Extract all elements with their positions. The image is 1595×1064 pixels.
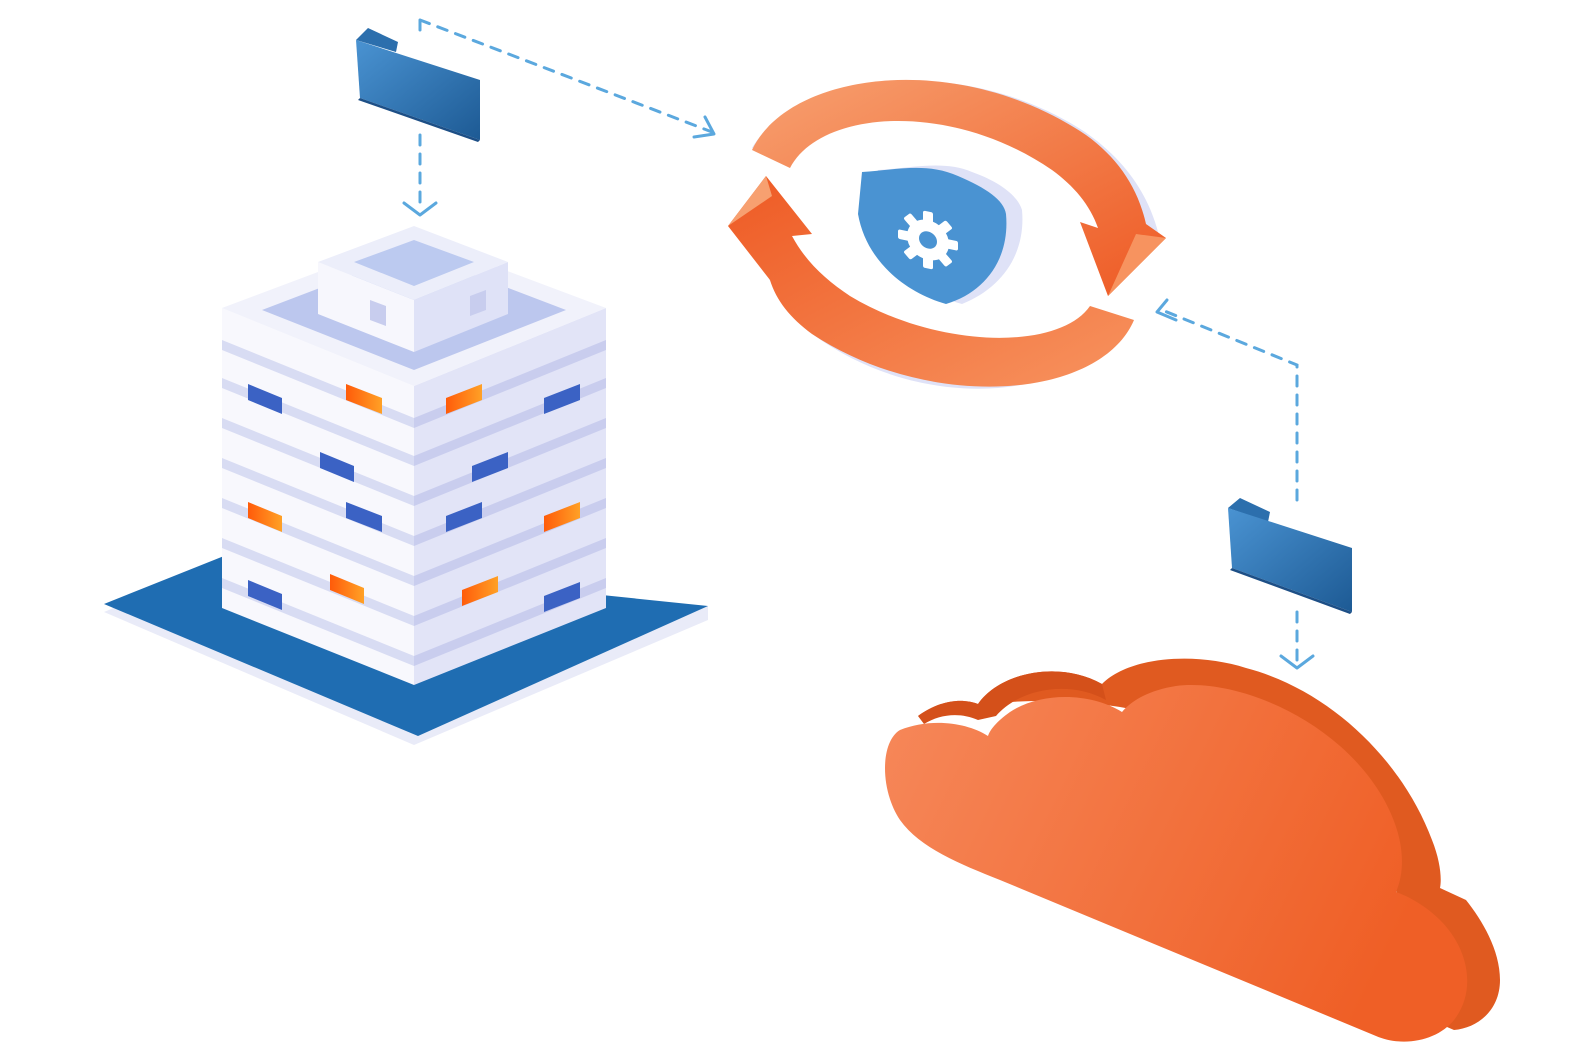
chevron-left-icon (1155, 298, 1178, 322)
chevron-right-icon (692, 115, 716, 139)
chevron-down-icon (1279, 654, 1315, 670)
connector-cloud-folder-to-sync (1160, 308, 1299, 502)
building-windows (248, 384, 580, 612)
chevron-down-icon (402, 201, 438, 217)
dashed-connectors (418, 18, 1299, 664)
arrowheads (402, 115, 1315, 670)
sync-arrow-lower (728, 176, 1134, 387)
cloud-body (885, 685, 1468, 1042)
folder-icon (356, 28, 480, 142)
sync-arrows-icon (728, 79, 1166, 389)
gear-icon (898, 210, 958, 270)
building-icon (104, 226, 708, 745)
cloud-icon (885, 658, 1500, 1042)
sync-arrow-upper (752, 79, 1166, 296)
shield-gear-icon (858, 165, 1023, 304)
connector-folder-to-sync (418, 18, 714, 134)
folder-icon (1228, 498, 1352, 614)
